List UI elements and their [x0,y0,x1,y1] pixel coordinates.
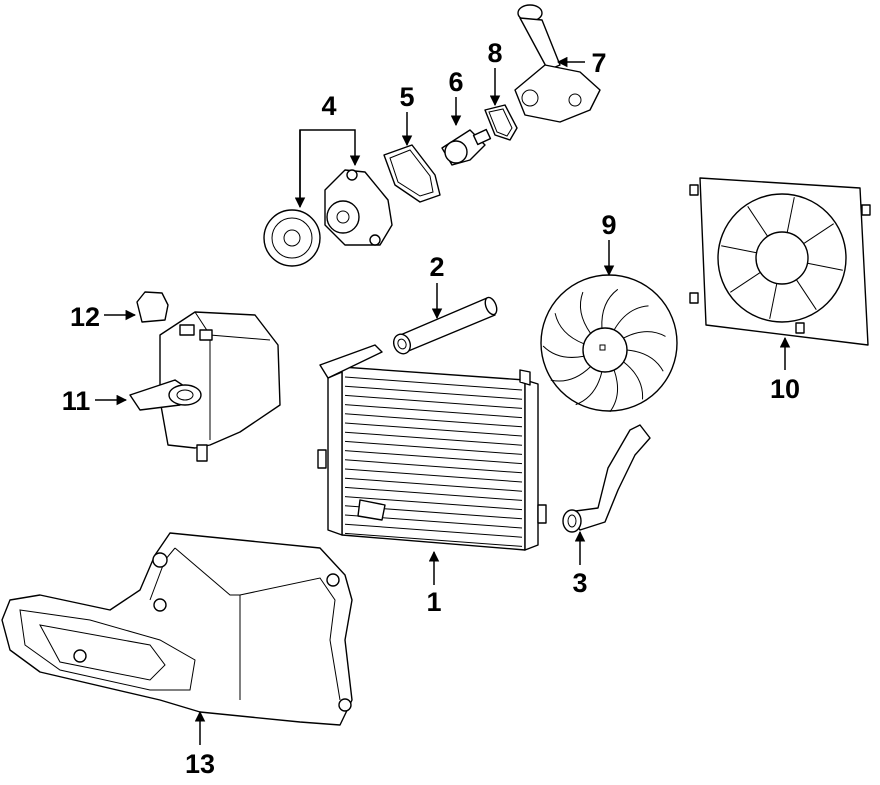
thermostat-part [441,128,492,166]
callout-4: 4 [321,91,336,121]
callout-10: 10 [770,374,800,404]
callout-labels: 1 2 3 4 5 6 7 8 9 10 11 12 13 [62,38,800,779]
leader-lines [95,56,791,745]
callout-13: 13 [185,749,215,779]
gasket-part [383,144,441,203]
radiator-part [317,344,547,551]
fan-part [540,274,678,413]
callout-2: 2 [429,252,444,282]
callout-6: 6 [448,67,463,97]
upper-hose-part [392,296,498,355]
callout-7: 7 [591,48,606,78]
water-pump-part [263,169,393,267]
callout-12: 12 [70,302,100,332]
leader-4c [330,129,361,167]
callout-9: 9 [601,210,616,240]
thermostat-housing-part [514,4,601,123]
callout-11: 11 [62,386,91,416]
underbody-shield-part [1,532,353,726]
reservoir-part [129,311,281,462]
callout-1: 1 [426,587,441,617]
reservoir-cap-part [136,291,169,323]
callout-3: 3 [572,568,587,598]
callout-8: 8 [487,38,502,68]
lower-hose-part [562,424,651,533]
o-ring-part [484,104,518,141]
fan-shroud-part [689,177,871,346]
callout-5: 5 [399,82,414,112]
